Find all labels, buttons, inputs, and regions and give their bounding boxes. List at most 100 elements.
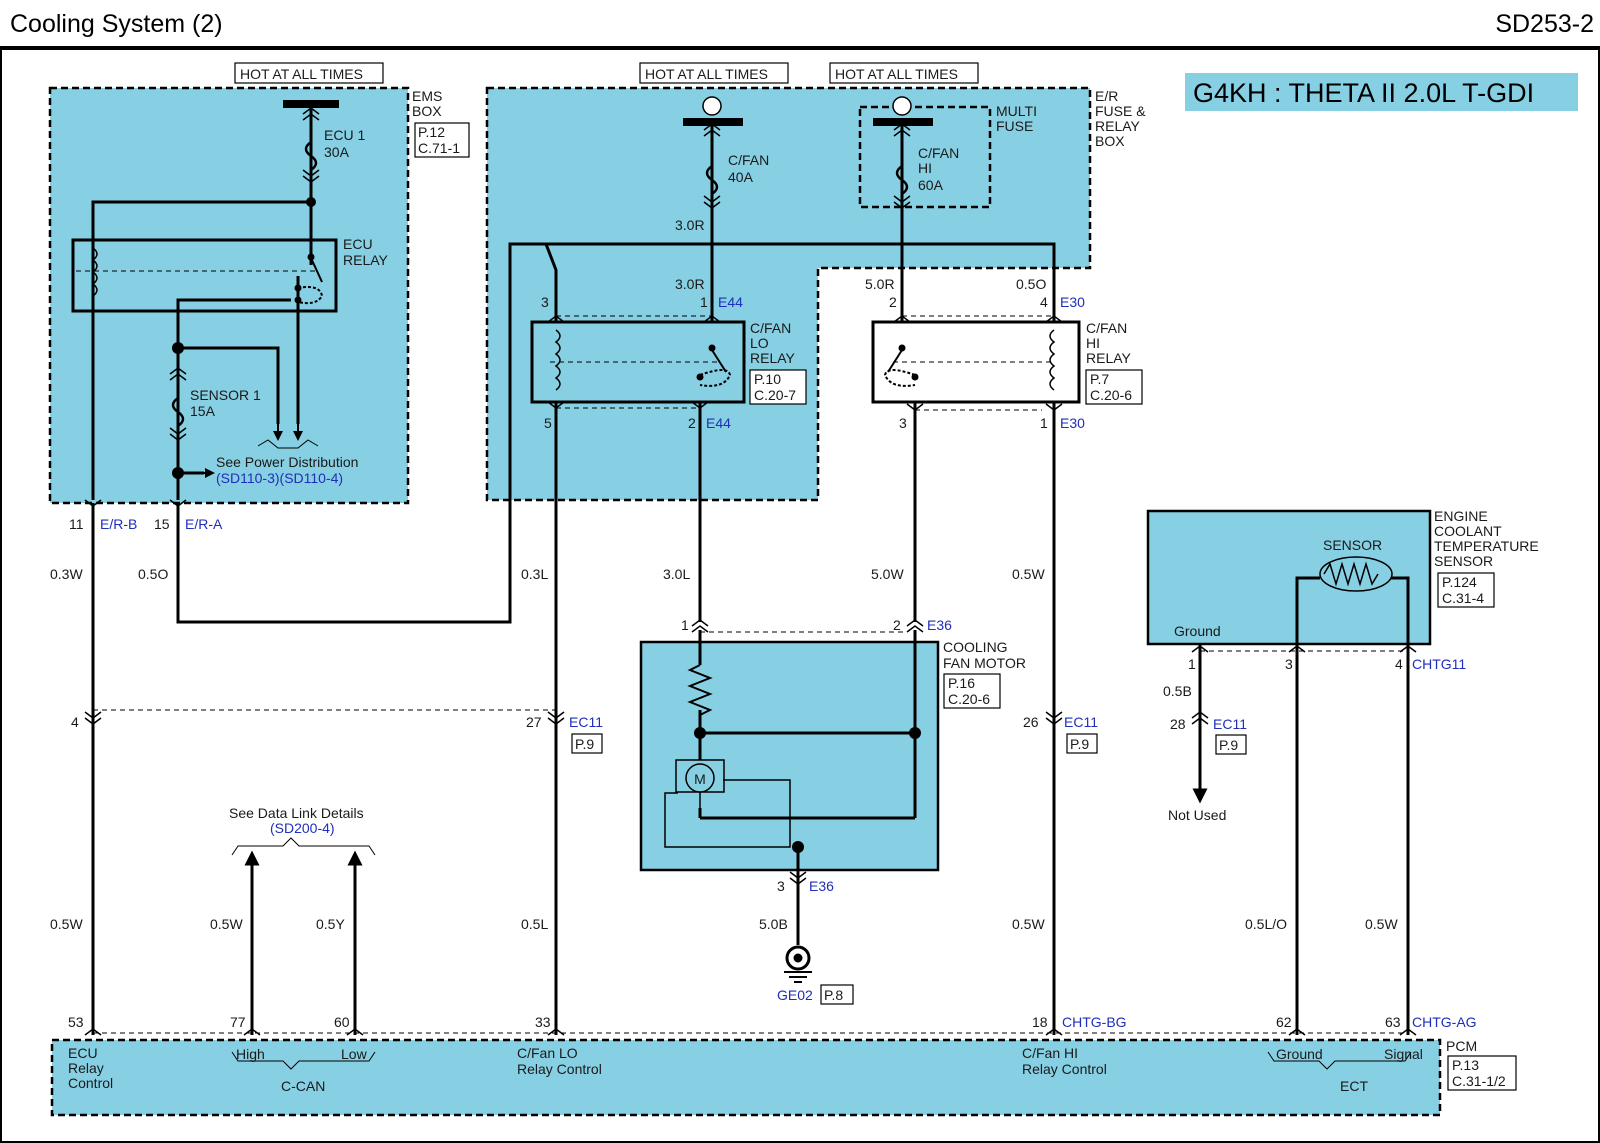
svg-text:3.0R: 3.0R xyxy=(675,276,705,292)
fuse-cfanhi-rating: 60A xyxy=(918,177,944,193)
motor-ref-page: P.16 xyxy=(948,675,975,691)
svg-text:0.3W: 0.3W xyxy=(50,566,83,582)
fuse-ecu1-rating: 30A xyxy=(324,144,350,160)
svg-text:3: 3 xyxy=(777,878,785,894)
fuse-cfanhi-label-1: C/FAN xyxy=(918,145,959,161)
svg-text:5.0R: 5.0R xyxy=(865,276,895,292)
svg-text:0.5L/O: 0.5L/O xyxy=(1245,916,1287,932)
fuse-ecu1-label: ECU 1 xyxy=(324,127,365,143)
svg-text:E/R-B: E/R-B xyxy=(100,516,137,532)
motor-label-1: COOLING xyxy=(943,639,1008,655)
svg-text:EC11: EC11 xyxy=(1213,716,1247,732)
svg-text:CHTG11: CHTG11 xyxy=(1412,656,1466,672)
hi-relay-label-1: C/FAN xyxy=(1086,320,1127,336)
sensor-ground-label: Ground xyxy=(1174,623,1221,639)
pcm-hi-ctrl-2: Relay Control xyxy=(1022,1061,1107,1077)
lo-relay-label-1: C/FAN xyxy=(750,320,791,336)
svg-text:5.0B: 5.0B xyxy=(759,916,788,932)
svg-text:P.9: P.9 xyxy=(575,736,594,752)
multi-fuse-label-2: FUSE xyxy=(996,118,1033,134)
see-power-text: See Power Distribution xyxy=(216,454,358,470)
pcm-ecu-relay-1: ECU xyxy=(68,1045,98,1061)
er-fuse-relay-box xyxy=(485,86,1092,502)
svg-text:0.3L: 0.3L xyxy=(521,566,548,582)
pcm-ground: Ground xyxy=(1276,1046,1323,1062)
motor-m-label: M xyxy=(694,771,706,787)
relay-switches xyxy=(297,257,916,387)
hot-label-cfan: HOT AT ALL TIMES xyxy=(645,66,768,82)
braces xyxy=(231,837,1412,1070)
page-header: Cooling System (2) SD253-2 xyxy=(0,0,1600,50)
svg-text:CHTG-AG: CHTG-AG xyxy=(1412,1014,1477,1030)
svg-text:62: 62 xyxy=(1276,1014,1292,1030)
pcm-ecu-relay-3: Control xyxy=(68,1075,113,1091)
svg-text:5: 5 xyxy=(544,415,552,431)
svg-text:3: 3 xyxy=(541,294,549,310)
motor-resistor xyxy=(687,664,713,716)
data-link-ref[interactable]: (SD200-4) xyxy=(270,820,335,836)
pcm-lo-ctrl-1: C/Fan LO xyxy=(517,1045,578,1061)
pcm-can-high: High xyxy=(236,1046,265,1062)
svg-text:2: 2 xyxy=(893,617,901,633)
ems-box-label-2: BOX xyxy=(412,103,442,119)
svg-text:0.5W: 0.5W xyxy=(1012,916,1045,932)
sensor-ref-conn: C.31-4 xyxy=(1442,590,1484,606)
multi-fuse-box xyxy=(858,105,992,209)
fuse-cfan-rating: 40A xyxy=(728,169,754,185)
svg-text:11: 11 xyxy=(69,516,84,532)
ecu-relay-label-2: RELAY xyxy=(343,252,389,268)
not-used-label: Not Used xyxy=(1168,807,1226,823)
svg-text:18: 18 xyxy=(1032,1014,1048,1030)
fuse-sensor1-label: SENSOR 1 xyxy=(190,387,261,403)
ecu-relay-label-1: ECU xyxy=(343,236,373,252)
svg-text:2: 2 xyxy=(889,294,897,310)
ems-ref-conn: C.71-1 xyxy=(418,140,460,156)
svg-text:CHTG-BG: CHTG-BG xyxy=(1062,1014,1127,1030)
svg-text:27: 27 xyxy=(526,714,542,730)
pcm-hi-ctrl-1: C/Fan HI xyxy=(1022,1045,1078,1061)
page-code: SD253-2 xyxy=(1495,10,1594,38)
svg-text:EC11: EC11 xyxy=(569,714,603,730)
svg-text:28: 28 xyxy=(1170,716,1186,732)
diagram-frame xyxy=(0,50,1600,1143)
sensor-inner-label: SENSOR xyxy=(1323,537,1382,553)
sensor-label-1: ENGINE xyxy=(1434,508,1488,524)
svg-text:3.0L: 3.0L xyxy=(663,566,690,582)
pcm-can-low: Low xyxy=(341,1046,368,1062)
svg-text:3: 3 xyxy=(1285,656,1293,672)
wire-labels: 3.0R 3.0R 5.0R 0.5O 0.3W 0.5O 0.3L 3.0L … xyxy=(50,217,1398,932)
svg-text:E36: E36 xyxy=(809,878,834,894)
fuses xyxy=(171,140,909,428)
svg-text:77: 77 xyxy=(230,1014,246,1030)
hi-relay-ref-conn: C.20-6 xyxy=(1090,387,1132,403)
svg-text:E30: E30 xyxy=(1060,294,1085,310)
svg-text:E36: E36 xyxy=(927,617,952,633)
svg-text:33: 33 xyxy=(535,1014,551,1030)
svg-text:53: 53 xyxy=(68,1014,84,1030)
svg-text:3: 3 xyxy=(899,415,907,431)
see-power-link[interactable]: (SD110-3)(SD110-4) xyxy=(216,470,343,486)
lo-relay-ref-page: P.10 xyxy=(754,371,781,387)
bus-bars xyxy=(283,100,933,126)
ground-ref: P.8 xyxy=(824,987,843,1003)
svg-text:EC11: EC11 xyxy=(1064,714,1098,730)
lo-relay-label-3: RELAY xyxy=(750,350,796,366)
lo-relay-label-2: LO xyxy=(750,335,769,351)
pcm-label: PCM xyxy=(1446,1038,1477,1054)
hi-relay-box xyxy=(871,320,1081,404)
ground-id: GE02 xyxy=(777,987,813,1003)
data-link-text: See Data Link Details xyxy=(229,805,364,821)
engine-badge-text: G4KH : THETA II 2.0L T-GDI xyxy=(1193,78,1534,108)
sensor-ref-page: P.124 xyxy=(1442,574,1477,590)
fuse-cfanhi-label-2: HI xyxy=(918,160,932,176)
pcm-ccan: C-CAN xyxy=(281,1078,325,1094)
svg-text:4: 4 xyxy=(1395,656,1403,672)
er-box-label-4: BOX xyxy=(1095,133,1125,149)
svg-text:3.0R: 3.0R xyxy=(675,217,705,233)
sensor-label-2: COOLANT xyxy=(1434,523,1502,539)
connector-chevrons xyxy=(84,107,1417,1036)
svg-text:E/R-A: E/R-A xyxy=(185,516,223,532)
svg-text:2: 2 xyxy=(688,415,696,431)
hi-relay-label-2: HI xyxy=(1086,335,1100,351)
svg-text:0.5W: 0.5W xyxy=(1365,916,1398,932)
